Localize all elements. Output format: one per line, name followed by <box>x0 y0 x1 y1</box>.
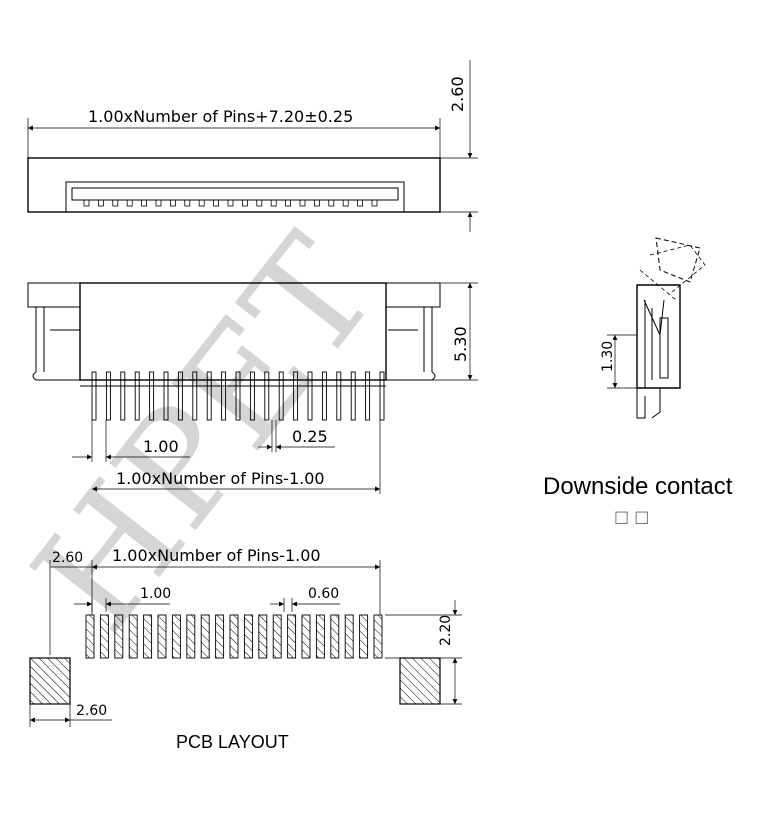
pcb-signal-pad <box>114 614 124 659</box>
pcb-signal-pad <box>171 614 181 659</box>
front-pin <box>264 371 270 421</box>
height-label: 2.60 <box>448 76 467 112</box>
mount-pad-left <box>29 657 71 705</box>
front-view: 5.30 1.00 0.25 1.00xNumber of Pins-1.00 <box>27 282 478 494</box>
top-contact <box>169 199 176 207</box>
pcb-layout-title: PCB LAYOUT <box>176 732 289 752</box>
front-pin <box>134 371 140 421</box>
top-contact <box>371 199 378 207</box>
front-pin-span-label: 1.00xNumber of Pins-1.00 <box>116 469 325 488</box>
watermark: HPET <box>1 207 410 662</box>
mount-pad-width-label: 2.60 <box>52 550 83 566</box>
pcb-signal-pad <box>215 614 225 659</box>
front-pin <box>350 371 356 421</box>
front-pin <box>120 371 126 421</box>
front-pin <box>249 371 255 421</box>
pcb-layout: 2.60 1.00xNumber of Pins-1.00 1.00 0.60 … <box>29 546 462 752</box>
downside-contact-subtitle: □ □ <box>614 507 649 526</box>
pcb-signal-pad <box>157 614 167 659</box>
top-contact <box>270 199 277 207</box>
top-view: 1.00xNumber of Pins+7.20±0.25 2.60 <box>27 60 478 232</box>
pcb-signal-pad <box>344 614 354 659</box>
front-pin <box>149 371 155 421</box>
top-contact <box>256 199 263 207</box>
top-contact <box>98 199 104 207</box>
top-contact <box>126 199 133 207</box>
front-view-housing <box>79 282 387 381</box>
pcb-signal-pad <box>258 614 268 659</box>
pcb-pitch-label: 1.00 <box>140 586 171 602</box>
pcb-signal-pads <box>85 614 383 659</box>
top-contact <box>155 199 162 207</box>
pcb-signal-pad <box>186 614 196 659</box>
front-pin <box>278 371 284 421</box>
pcb-signal-pad <box>301 614 311 659</box>
top-view-body <box>27 157 441 213</box>
downside-contact-title: Downside contact <box>543 473 733 500</box>
front-view-pins <box>91 371 385 421</box>
front-pin <box>321 371 327 421</box>
contact-height-label: 1.30 <box>600 341 616 372</box>
top-contact <box>285 199 292 207</box>
front-pin <box>293 371 299 421</box>
pcb-signal-pad <box>85 614 95 659</box>
top-contact <box>141 199 148 207</box>
watermark-text: HPET <box>1 207 410 662</box>
front-pin-width-label: 0.25 <box>292 427 328 446</box>
top-contact <box>313 199 320 207</box>
pcb-signal-pad <box>143 614 153 659</box>
pcb-signal-pad <box>315 614 325 659</box>
pcb-signal-pad <box>99 614 109 659</box>
front-pin <box>307 371 313 421</box>
pcb-signal-pad <box>373 614 383 659</box>
pcb-signal-pad <box>243 614 253 659</box>
pcb-signal-pad <box>229 614 239 659</box>
front-pin <box>105 371 111 421</box>
overall-length-label: 1.00xNumber of Pins+7.20±0.25 <box>88 107 353 126</box>
mount-pad-bottom-label: 2.60 <box>76 703 107 719</box>
pcb-pad-span-label: 1.00xNumber of Pins-1.00 <box>112 546 321 565</box>
front-pin <box>91 371 97 421</box>
top-contact <box>213 199 220 207</box>
front-pin <box>235 371 241 421</box>
pad-length-label: 2.20 <box>438 615 454 646</box>
front-pitch-label: 1.00 <box>143 437 179 456</box>
top-contact <box>184 199 191 207</box>
top-view-contacts <box>83 199 378 207</box>
side-view: 1.30 Downside contact □ □ <box>543 237 733 526</box>
top-contact <box>241 199 248 207</box>
mount-pad-right <box>399 657 441 705</box>
pcb-signal-pad <box>200 614 210 659</box>
front-pin <box>177 371 183 421</box>
top-contact <box>342 199 349 207</box>
front-pin <box>163 371 169 421</box>
pcb-signal-pad <box>272 614 282 659</box>
top-contact <box>328 199 335 207</box>
top-contact <box>227 199 234 207</box>
front-pin <box>379 371 385 421</box>
front-height-label: 5.30 <box>451 326 470 362</box>
pcb-signal-pad <box>359 614 369 659</box>
front-pin <box>221 371 227 421</box>
top-contact <box>112 199 119 207</box>
pcb-signal-pad <box>287 614 297 659</box>
front-pin <box>365 371 371 421</box>
pcb-signal-pad <box>128 614 138 659</box>
top-contact <box>299 199 306 207</box>
top-contact <box>83 199 90 207</box>
front-pin <box>336 371 342 421</box>
front-pin <box>192 371 198 421</box>
pcb-signal-pad <box>330 614 340 659</box>
top-contact <box>198 199 205 207</box>
pcb-pad-width-label: 0.60 <box>308 586 339 602</box>
front-pin <box>206 371 212 421</box>
top-contact <box>357 199 364 207</box>
